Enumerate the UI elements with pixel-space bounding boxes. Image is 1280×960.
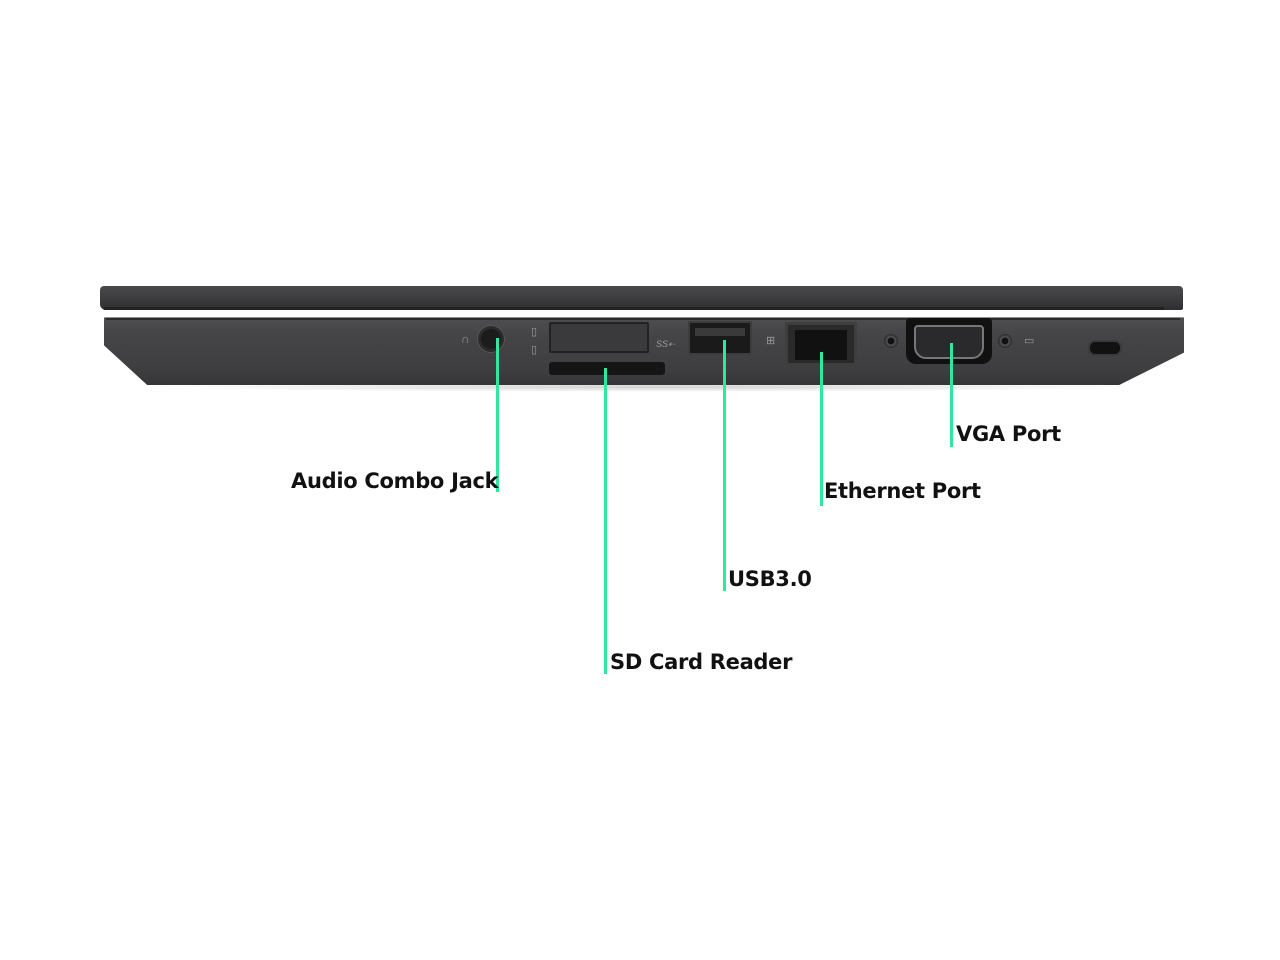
laptop-lid [100,286,1183,310]
laptop-shadow [150,382,1150,392]
display-icon: ▭ [1024,335,1035,347]
sd-card-icon: ▯ [531,326,538,338]
label-audio-combo-jack: Audio Combo Jack [291,469,499,493]
leader-vga [950,343,953,447]
leader-sd [604,368,607,674]
sd-card-slot [549,362,665,375]
usb-tongue [695,328,745,336]
leader-audio [496,338,499,492]
audio-jack [478,326,504,352]
label-vga-port: VGA Port [956,422,1061,446]
security-lock-slot [1088,340,1122,356]
usb-ss-icon: SS⇠ [656,339,676,349]
vga-screw-left [884,334,898,348]
smartcard-cover [549,322,649,353]
network-icon: ⊞ [766,335,776,347]
label-usb3: USB3.0 [728,567,812,591]
leader-usb [723,340,726,591]
vga-screw-right [998,334,1012,348]
leader-ethernet [820,352,823,506]
lid-edge [104,307,1164,310]
label-ethernet-port: Ethernet Port [824,479,981,503]
label-sd-card-reader: SD Card Reader [610,650,793,674]
headphone-icon: ∩ [461,332,470,346]
vga-connector-inner [914,325,984,359]
sd-card-icon-2: ▯ [531,344,538,356]
base-seam [106,318,1180,320]
usb-port [688,321,752,355]
